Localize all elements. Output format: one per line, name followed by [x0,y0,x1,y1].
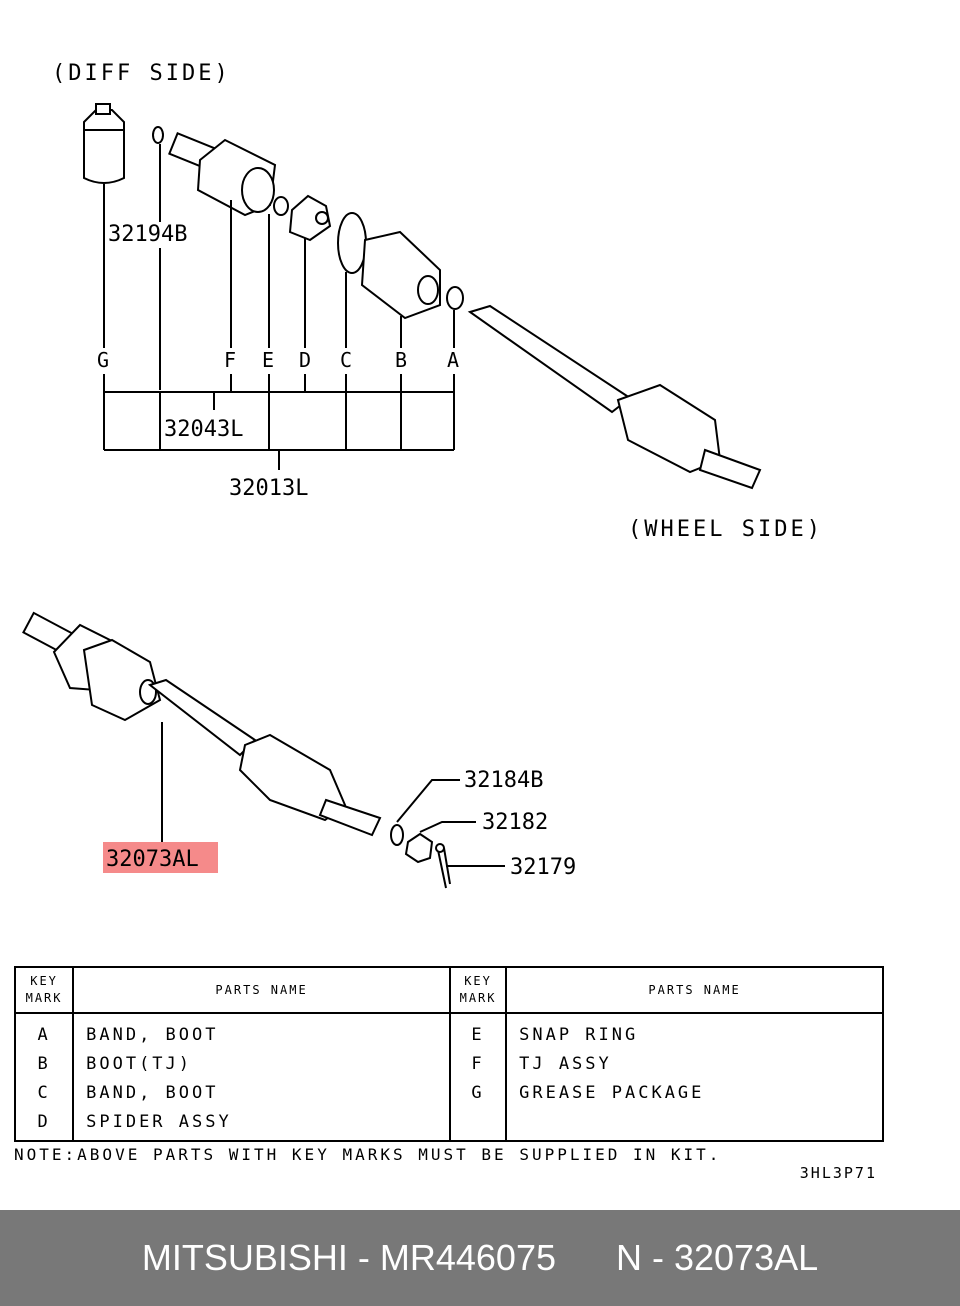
key-cell: C [37,1082,51,1103]
drive-shaft-assy [22,611,382,837]
kit-bracket-32013L [104,449,454,470]
name-cell: SPIDER ASSY [72,1107,450,1141]
key-letter-f: F [224,348,236,372]
part-number-32073AL: 32073AL [106,847,199,872]
table-row: C BAND, BOOT G GREASE PACKAGE [15,1078,883,1107]
band-boot-a-part [446,286,464,310]
kit-note: NOTE:ABOVE PARTS WITH KEY MARKS MUST BE … [14,1145,722,1164]
lower-leader-lines [161,722,505,867]
key-cell [448,1107,507,1141]
footer-ref: N - 32073AL [616,1237,819,1278]
nut-part [404,832,434,864]
name-cell: TJ ASSY [505,1049,883,1078]
name-cell: BAND, BOOT [72,1078,450,1107]
key-letter-e: E [262,348,274,372]
diff-side-label: (DIFF SIDE) [52,61,231,86]
name-cell: SNAP RING [505,1013,883,1049]
footer-bar: MITSUBISHI - MR446075 N - 32073AL [0,1210,960,1306]
washer-part [390,824,404,846]
key-mark-header: KEY MARK [15,967,74,1014]
snap-ring-part [273,196,289,216]
key-cell: G [448,1078,507,1107]
table-header-row: KEY MARK PARTS NAME KEY MARK PARTS NAME [15,967,883,1014]
name-cell: BAND, BOOT [72,1013,450,1049]
key-cell: E [448,1013,507,1049]
key-letter-b: B [395,348,407,372]
kit-bracket-32043L [103,374,455,450]
table-row: B BOOT(TJ) F TJ ASSY [15,1049,883,1078]
part-number-32013L: 32013L [229,476,308,501]
grease-package-part [83,103,125,184]
band-boot-c-part [337,212,367,274]
name-cell: BOOT(TJ) [72,1049,450,1078]
part-number-32182: 32182 [482,810,548,835]
key-letter-a: A [447,348,459,372]
part-number-32179: 32179 [510,855,576,880]
tj-assy-part [168,132,277,217]
key-letter-d: D [299,348,311,372]
footer-brand-part: MITSUBISHI - MR446075 [141,1237,556,1278]
key-mark-header: KEY MARK [448,967,507,1014]
key-letter-c: C [340,348,352,372]
parts-name-header: PARTS NAME [505,967,883,1014]
parts-name-header: PARTS NAME [72,967,450,1014]
boot-tj-part [360,230,441,320]
part-number-32194B: 32194B [108,222,187,247]
wheel-side-label: (WHEEL SIDE) [628,517,823,542]
table-row: D SPIDER ASSY [15,1107,883,1141]
key-cell: B [37,1053,51,1074]
spider-assy-part [288,194,332,242]
part-number-32043L: 32043L [164,417,243,442]
name-cell [505,1107,883,1141]
parts-key-table: KEY MARK PARTS NAME KEY MARK PARTS NAME … [14,966,884,1142]
key-cell: A [37,1024,51,1045]
exploded-parts-diagram: (DIFF SIDE) (WHEEL SIDE) G F E D C B A [22,61,823,889]
key-cell: F [448,1049,507,1078]
key-leader-lines [103,144,455,390]
name-cell: GREASE PACKAGE [505,1078,883,1107]
key-cell: D [37,1111,51,1132]
diagram-code: 3HL3P71 [799,1164,877,1182]
table-row: A BAND, BOOT E SNAP RING [15,1013,883,1049]
upper-axle-shaft [467,304,762,490]
assy-highlight [103,842,218,873]
footer-spacer [556,1237,616,1279]
part-number-32184B: 32184B [464,768,543,793]
o-ring-part [152,126,164,144]
key-letter-g: G [97,348,109,372]
